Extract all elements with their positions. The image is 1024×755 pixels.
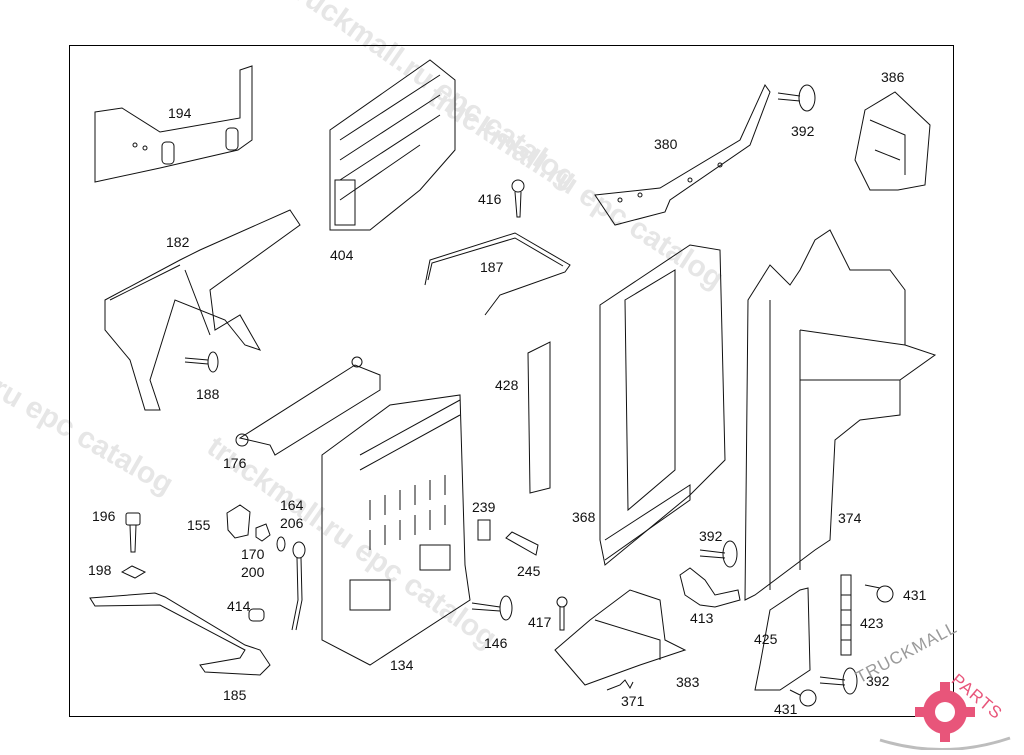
callout-374[interactable]: 374 bbox=[838, 510, 862, 526]
callout-380[interactable]: 380 bbox=[654, 136, 678, 152]
part-368-frame bbox=[599, 244, 726, 566]
callout-383[interactable]: 383 bbox=[676, 674, 700, 690]
callout-414[interactable]: 414 bbox=[227, 598, 251, 614]
callout-416[interactable]: 416 bbox=[478, 191, 502, 207]
part-431-screw bbox=[864, 584, 894, 603]
gear-icon bbox=[879, 682, 1011, 751]
callout-431-bottom[interactable]: 431 bbox=[774, 701, 798, 717]
part-206-washer bbox=[276, 536, 286, 552]
callout-206[interactable]: 206 bbox=[280, 515, 304, 531]
part-386-bracket bbox=[854, 91, 931, 191]
part-423-strip bbox=[840, 574, 852, 656]
part-182-bracket bbox=[104, 209, 301, 411]
callout-187[interactable]: 187 bbox=[480, 259, 504, 275]
part-194-bracket bbox=[94, 65, 253, 183]
part-392-screw bbox=[777, 84, 816, 112]
callout-188[interactable]: 188 bbox=[196, 386, 220, 402]
callout-185[interactable]: 185 bbox=[223, 687, 247, 703]
part-371-clip bbox=[606, 679, 634, 691]
part-414-sleeve bbox=[248, 608, 265, 622]
callout-386[interactable]: 386 bbox=[881, 69, 905, 85]
callout-371[interactable]: 371 bbox=[621, 693, 645, 709]
part-392-screw bbox=[699, 540, 738, 568]
callout-392-top[interactable]: 392 bbox=[791, 123, 815, 139]
part-185-bracket bbox=[89, 592, 271, 676]
part-416-screw bbox=[511, 179, 525, 218]
diagram-frame bbox=[69, 45, 954, 717]
part-146-screw bbox=[471, 595, 513, 621]
part-425-bracket bbox=[754, 587, 811, 691]
callout-164[interactable]: 164 bbox=[280, 497, 304, 513]
callout-404[interactable]: 404 bbox=[330, 247, 354, 263]
part-164-cable bbox=[291, 541, 306, 631]
callout-368[interactable]: 368 bbox=[572, 509, 596, 525]
part-374-bracket bbox=[744, 229, 937, 601]
callout-245[interactable]: 245 bbox=[517, 563, 541, 579]
callout-196[interactable]: 196 bbox=[92, 508, 116, 524]
part-428-plate bbox=[527, 341, 551, 494]
part-417-bolt bbox=[556, 596, 568, 631]
part-245-clip bbox=[505, 531, 539, 556]
callout-392-mid[interactable]: 392 bbox=[699, 528, 723, 544]
part-196-bolt bbox=[125, 512, 141, 553]
part-170-nut bbox=[255, 523, 271, 542]
callout-239[interactable]: 239 bbox=[472, 499, 496, 515]
part-383-bracket bbox=[554, 589, 687, 686]
callout-428[interactable]: 428 bbox=[495, 377, 519, 393]
callout-392-bottom[interactable]: 392 bbox=[866, 673, 890, 689]
callout-134[interactable]: 134 bbox=[390, 657, 414, 673]
callout-146[interactable]: 146 bbox=[484, 635, 508, 651]
callout-198[interactable]: 198 bbox=[88, 562, 112, 578]
part-380-strip bbox=[594, 84, 771, 226]
callout-194[interactable]: 194 bbox=[168, 105, 192, 121]
part-413-bracket bbox=[679, 567, 741, 608]
callout-200[interactable]: 200 bbox=[241, 564, 265, 580]
callout-182[interactable]: 182 bbox=[166, 234, 190, 250]
part-134-box bbox=[321, 394, 471, 666]
part-239-clip bbox=[477, 519, 491, 541]
callout-425[interactable]: 425 bbox=[754, 631, 778, 647]
part-198-nut bbox=[120, 565, 147, 579]
part-187-wire bbox=[424, 232, 571, 316]
part-404-module bbox=[329, 59, 456, 231]
callout-176[interactable]: 176 bbox=[223, 455, 247, 471]
callout-423[interactable]: 423 bbox=[860, 615, 884, 631]
part-188-screw bbox=[184, 351, 219, 373]
callout-431-right[interactable]: 431 bbox=[903, 587, 927, 603]
callout-155[interactable]: 155 bbox=[187, 517, 211, 533]
truckmall-parts-logo: TRUCKMALL PARTS bbox=[853, 618, 1024, 751]
callout-170[interactable]: 170 bbox=[241, 546, 265, 562]
part-392-screw bbox=[819, 667, 858, 695]
callout-417[interactable]: 417 bbox=[528, 614, 552, 630]
part-431-screw bbox=[789, 689, 817, 707]
part-176-rail bbox=[235, 356, 381, 456]
part-155-clip bbox=[226, 504, 251, 539]
callout-413[interactable]: 413 bbox=[690, 610, 714, 626]
